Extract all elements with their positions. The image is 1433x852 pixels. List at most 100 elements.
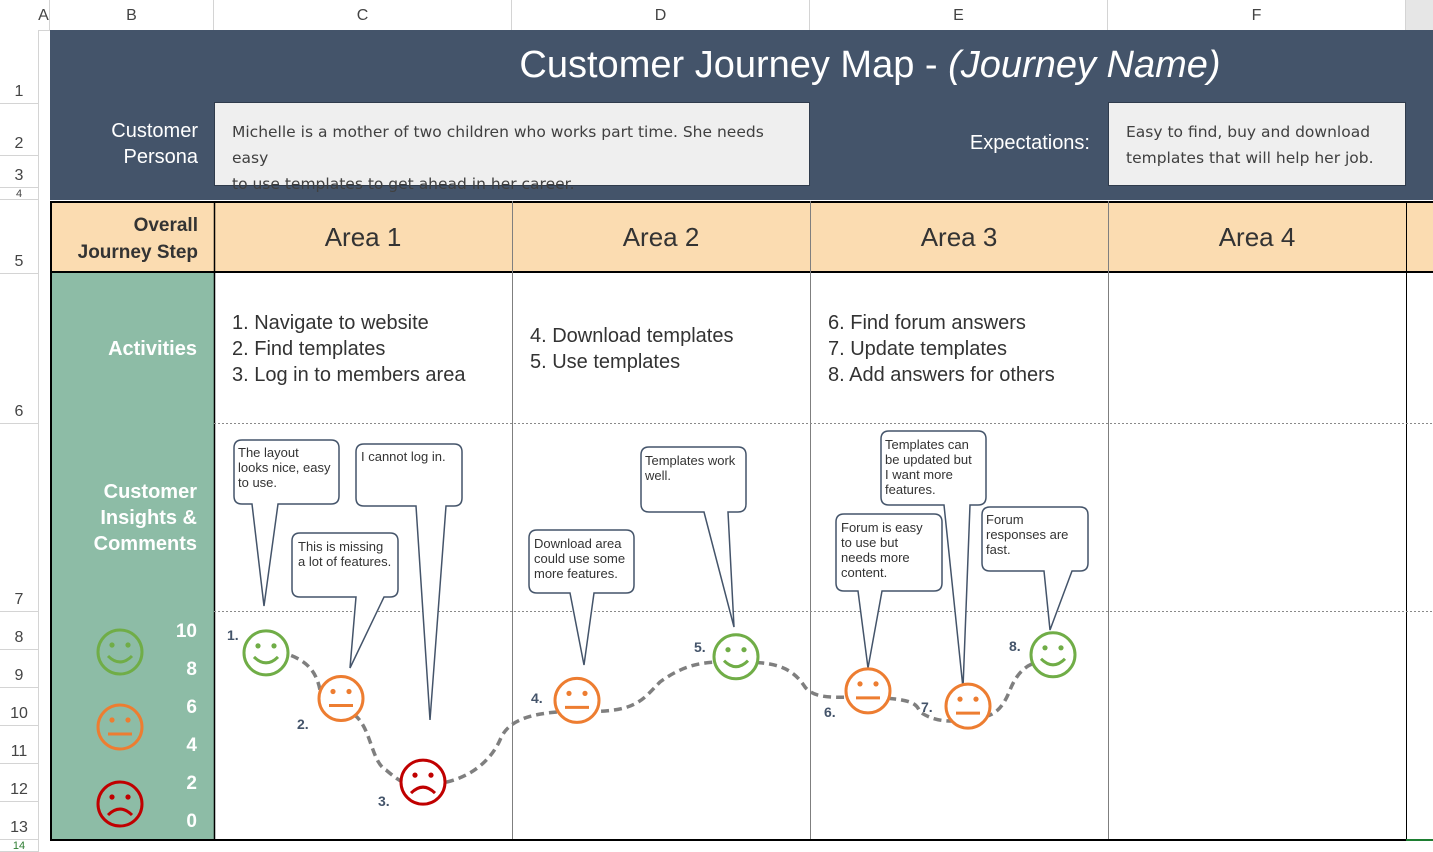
area-3-label[interactable]: Area 3 (920, 222, 998, 252)
insight-line: features. (885, 482, 936, 497)
insight-bubble[interactable]: Download area could use some more featur… (534, 536, 625, 581)
insights-label: Customer Insights & Comments (52, 479, 197, 557)
column-header-scroll (1406, 0, 1433, 30)
row-header-12[interactable]: 12 (0, 764, 38, 802)
insights-label-line-2: Insights & (100, 507, 197, 529)
speech-bubble (880, 430, 987, 689)
row-header-2[interactable]: 2 (0, 104, 38, 156)
row-header-11[interactable]: 11 (0, 726, 38, 764)
area-1-label[interactable]: Area 1 (324, 222, 402, 252)
speech-bubble (981, 506, 1089, 631)
row-header-5[interactable]: 5 (0, 200, 38, 274)
scale-value-10: 10 (175, 621, 197, 642)
persona-text-cell[interactable]: Michelle is a mother of two children who… (214, 102, 810, 193)
insight-line: fast. (986, 542, 1011, 557)
activity-item: 3. Log in to members area (232, 364, 466, 386)
insight-line: looks nice, easy (238, 460, 331, 475)
step-label: 3. (378, 793, 390, 809)
insights-label-line-3: Comments (93, 533, 197, 555)
area-2-label[interactable]: Area 2 (622, 222, 700, 252)
journey-step-label-line-1: Overall (133, 215, 198, 236)
step-label: 7. (921, 699, 933, 715)
persona-text-line-1: Michelle is a mother of two children who… (232, 123, 764, 167)
scale-value-4: 4 (186, 735, 197, 756)
row-header-7[interactable]: 7 (0, 424, 38, 612)
insight-line: Forum (986, 512, 1024, 527)
insight-line: be updated but (885, 452, 972, 467)
row-header-6[interactable]: 6 (0, 274, 38, 424)
expectations-text-cell[interactable]: Easy to find, buy and download templates… (1108, 102, 1406, 186)
step-label: 1. (227, 627, 239, 643)
insight-bubble[interactable]: Templates can be updated but I want more… (885, 437, 972, 497)
scale-value-0: 0 (186, 811, 197, 832)
speech-bubble (835, 513, 943, 669)
insight-line: Forum is easy (841, 520, 923, 535)
persona-text-line-2: to use templates to get ahead in her car… (232, 175, 575, 193)
scale-value-8: 8 (186, 659, 197, 680)
scale-value-6: 6 (186, 697, 197, 718)
step-faces (242, 629, 1077, 806)
column-header-d[interactable]: D (512, 0, 810, 30)
activity-item: 6. Find forum answers (828, 312, 1026, 334)
insight-line: well. (645, 468, 672, 483)
step-label: 5. (694, 639, 706, 655)
journey-step-row (50, 201, 1433, 273)
scale-value-2: 2 (186, 773, 197, 794)
step-label: 2. (297, 716, 309, 732)
activities-area-1[interactable]: 1. Navigate to website 2. Find templates… (232, 310, 465, 388)
insight-bubble[interactable]: I cannot log in. (361, 449, 446, 464)
column-header-b[interactable]: B (50, 0, 214, 30)
insights-label-line-1: Customer (103, 481, 197, 503)
column-header-e[interactable]: E (810, 0, 1108, 30)
speech-bubbles (233, 430, 1089, 721)
insight-line: I want more (885, 467, 953, 482)
insight-line: The layout (238, 445, 299, 460)
insight-line: Templates work (645, 453, 736, 468)
row-header-3[interactable]: 3 (0, 156, 38, 188)
row-header-13[interactable]: 13 (0, 802, 38, 840)
activity-item: 5. Use templates (530, 351, 681, 373)
activities-area-3[interactable]: 6. Find forum answers 7. Update template… (828, 310, 1055, 388)
speech-bubble (640, 446, 747, 628)
insight-line: content. (841, 565, 888, 580)
step-2-neutral-face-icon (317, 675, 365, 722)
step-6-neutral-face-icon (844, 667, 892, 715)
insight-line: more features. (534, 566, 618, 581)
row-header-bar (0, 30, 39, 852)
insight-bubble[interactable]: This is missing a lot of features. (298, 539, 391, 569)
row-header-4[interactable]: 4 (0, 188, 38, 200)
row-header-10[interactable]: 10 (0, 688, 38, 726)
speech-bubble (528, 529, 635, 666)
happy-face-icon (96, 628, 144, 676)
insight-bubble[interactable]: Templates work well. (645, 453, 735, 483)
area-4-label[interactable]: Area 4 (1218, 222, 1296, 252)
activities-label: Activities (108, 338, 197, 360)
activities-area-2[interactable]: 4. Download templates 5. Use templates (530, 323, 733, 375)
title-main: Customer Journey Map - (519, 44, 949, 86)
insight-line: Download area (534, 536, 622, 551)
expectations-text-line-1: Easy to find, buy and download (1126, 123, 1371, 141)
insight-line: Templates can (885, 437, 969, 452)
insight-bubble[interactable]: The layout looks nice, easy to use. (238, 445, 331, 490)
persona-label-line-2: Persona (123, 146, 199, 168)
persona-label: Customer Persona (60, 118, 198, 170)
insight-line: needs more (841, 550, 910, 565)
insight-line: responses are (986, 527, 1069, 542)
step-7-neutral-face-icon (944, 682, 992, 730)
insight-line: to use. (238, 475, 278, 490)
column-header-a[interactable]: A (38, 0, 50, 30)
column-header-f[interactable]: F (1108, 0, 1406, 30)
insight-line: to use but (841, 535, 899, 550)
expectations-label: Expectations: (969, 132, 1090, 154)
column-header-c[interactable]: C (214, 0, 512, 30)
insight-bubble[interactable]: Forum responses are fast. (986, 512, 1068, 557)
step-8-happy-face-icon (1029, 631, 1077, 679)
row-header-1[interactable]: 1 (0, 30, 38, 104)
persona-label-line-1: Customer (111, 120, 198, 142)
activity-item: 4. Download templates (530, 325, 734, 347)
row-header-8[interactable]: 8 (0, 612, 38, 650)
insight-bubble[interactable]: Forum is easy to use but needs more cont… (841, 520, 923, 580)
row-header-9[interactable]: 9 (0, 650, 38, 688)
step-label: 4. (531, 690, 543, 706)
